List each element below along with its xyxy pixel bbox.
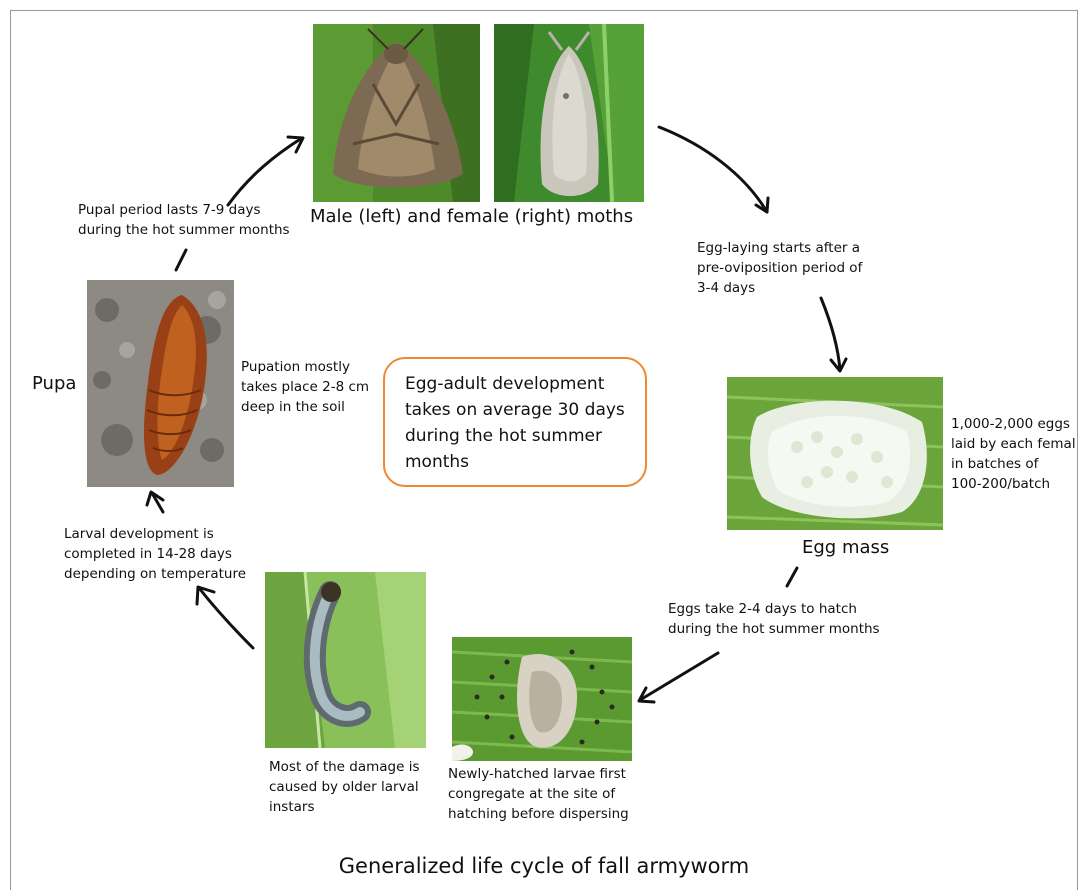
larva-photo [265, 572, 426, 748]
male-moth-photo [313, 24, 480, 202]
egg-laying-note: Egg-laying starts after a pre-ovipositio… [697, 238, 862, 298]
larva-note: Most of the damage is caused by older la… [269, 757, 420, 817]
development-summary-box: Egg-adult development takes on average 3… [383, 357, 647, 487]
pupa-note: Pupation mostly takes place 2-8 cm deep … [241, 357, 369, 417]
hatchlings-note: Newly-hatched larvae first congregate at… [448, 764, 629, 824]
larval-development-note: Larval development is completed in 14-28… [64, 524, 246, 584]
female-moth-photo [494, 24, 644, 202]
moths-label: Male (left) and female (right) moths [310, 206, 633, 227]
hatchling-larvae-photo [452, 637, 632, 761]
egg-mass-label: Egg mass [802, 537, 889, 558]
egg-mass-photo [727, 377, 943, 530]
diagram-caption: Generalized life cycle of fall armyworm [0, 854, 1088, 878]
pupa-label: Pupa [32, 373, 76, 394]
egg-hatch-note: Eggs take 2-4 days to hatch during the h… [668, 599, 880, 639]
pupal-period-note: Pupal period lasts 7-9 days during the h… [78, 200, 290, 240]
egg-mass-note: 1,000-2,000 eggs laid by each femal in b… [951, 414, 1076, 494]
pupa-photo [87, 280, 234, 487]
